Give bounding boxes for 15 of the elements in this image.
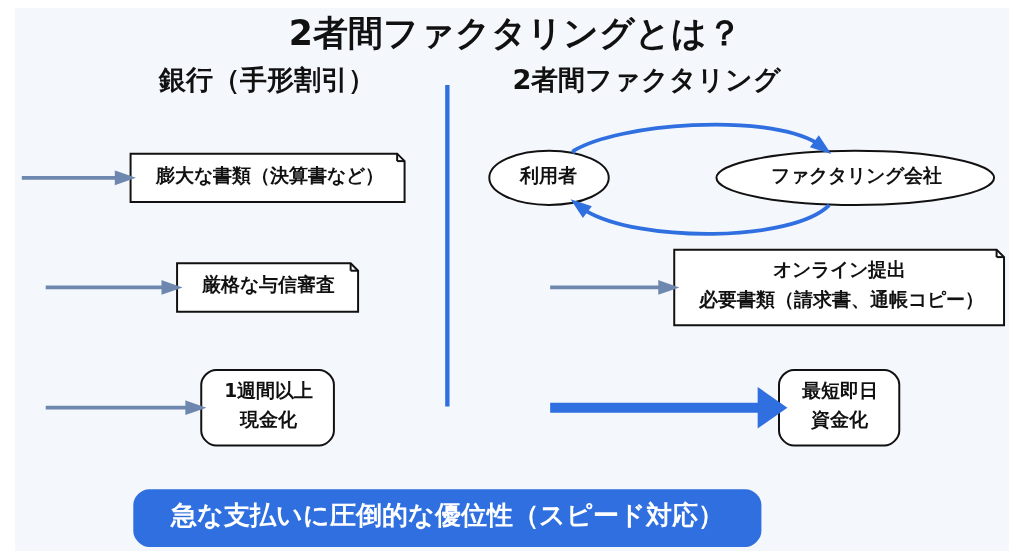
node-box: 最短即日 資金化 <box>778 368 901 447</box>
node-ellipse: 利用者 <box>488 149 610 206</box>
arrow <box>570 122 832 154</box>
arrow <box>21 170 136 186</box>
arrow <box>550 386 788 429</box>
node-box: 1週間以上 現金化 <box>200 368 335 447</box>
arrow <box>45 280 183 295</box>
arrow <box>550 280 680 295</box>
arrow <box>570 199 831 236</box>
node-box: 急な支払いに圧倒的な優位性（スピード対応） <box>133 489 762 547</box>
label: 銀行（手形割引） <box>159 64 376 96</box>
arrow <box>45 400 207 416</box>
node-ellipse: ファクタリング会社 <box>715 149 996 206</box>
diagram-title: 2者間ファクタリングとは？ <box>288 12 742 53</box>
label: 2者間ファクタリング <box>512 64 782 96</box>
